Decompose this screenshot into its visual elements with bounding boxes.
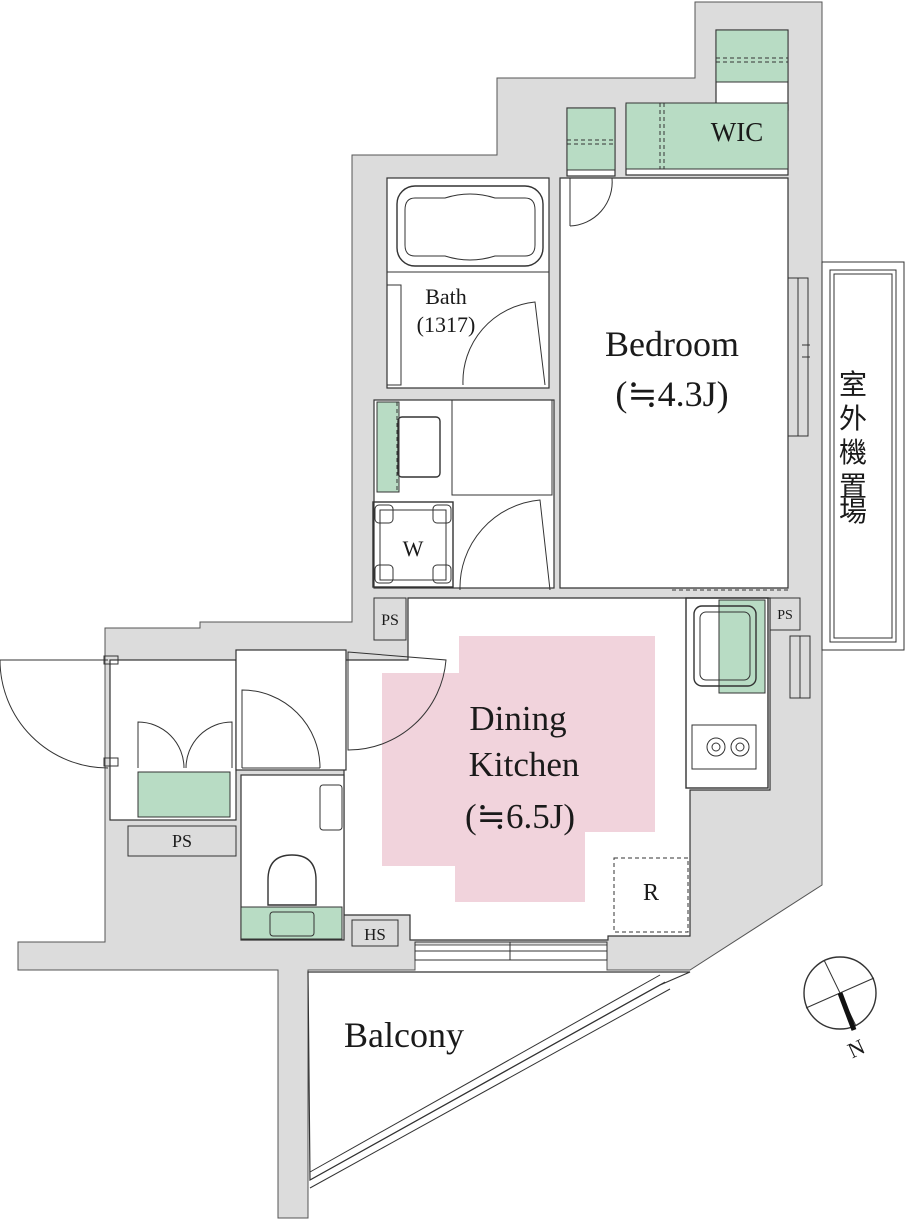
dining-kitchen-highlight: [382, 636, 655, 902]
bedroom-size: (≒4.3J): [615, 374, 728, 414]
bath-room: [386, 177, 550, 389]
refrigerator-label: R: [643, 880, 659, 906]
dining-kitchen-label-1: Dining: [469, 699, 566, 738]
bath-door: [462, 301, 546, 386]
wic-storage-upper: [715, 29, 789, 83]
ps-box-left: [127, 825, 237, 857]
vanity-area: [373, 399, 555, 589]
dining-kitchen-size: (≒6.5J): [465, 797, 575, 836]
ps-box-center: [373, 597, 407, 641]
toilet: [267, 784, 343, 937]
compass-icon: [803, 956, 877, 1031]
kitchen-counter: [685, 597, 769, 789]
outdoor-unit-char-2: 外: [839, 403, 867, 435]
vanity-storage: [376, 401, 400, 493]
shoe-closet-doors: [137, 721, 233, 769]
entrance-door: [0, 655, 119, 769]
hs-box: [351, 919, 399, 947]
bedroom-door: [569, 177, 613, 227]
outdoor-unit-char-1: 室: [839, 369, 867, 401]
washer-label: W: [403, 536, 424, 561]
bath-label: Bath: [425, 284, 467, 309]
bedroom-floor: [559, 177, 789, 589]
balcony-railing: [309, 974, 671, 1189]
bedroom-window: [787, 277, 810, 437]
storage-dashes: [241, 57, 788, 908]
dining-kitchen-label-2: Kitchen: [469, 745, 580, 784]
ps-label-center: PS: [381, 612, 399, 629]
storage-areas: [137, 29, 789, 940]
refrigerator-space: [613, 857, 689, 933]
hs-label: HS: [364, 925, 386, 944]
corridor-door: [241, 689, 321, 769]
ps-label-right: PS: [777, 608, 793, 623]
outdoor-unit-label: 室 外 機 置 場: [839, 369, 867, 528]
bathtub: [386, 185, 549, 386]
ps-box-right: [769, 597, 801, 631]
balcony-window: [414, 941, 608, 961]
bedroom-closet-storage: [566, 107, 616, 171]
vanity-door: [459, 499, 551, 591]
washer: [372, 501, 454, 588]
entrance-shoe-storage: [137, 771, 231, 818]
kitchen-sink-storage: [718, 599, 766, 694]
compass-north-label: N: [844, 1034, 869, 1063]
corridor: [235, 649, 347, 771]
vanity-sink: [397, 399, 553, 496]
wic-label: WIC: [711, 117, 763, 147]
bedroom-label: Bedroom: [605, 324, 739, 364]
outdoor-unit-char-3: 機: [839, 437, 867, 469]
ldk-door: [347, 651, 447, 751]
outdoor-unit-char-5: 場: [839, 496, 867, 528]
kitchen-window: [789, 635, 811, 699]
ps-label-left: PS: [172, 831, 192, 851]
outdoor-unit-char-4: 置: [839, 472, 867, 503]
bath-size: (1317): [417, 312, 476, 337]
balcony-label: Balcony: [344, 1015, 464, 1055]
outdoor-unit-area: [821, 261, 905, 651]
wic-storage-main: [625, 102, 789, 170]
